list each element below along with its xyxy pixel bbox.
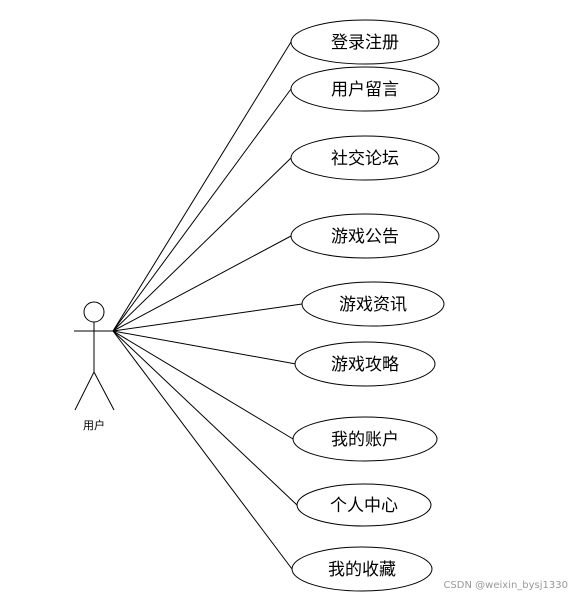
use-case-label: 我的账户: [331, 430, 399, 450]
use-case-my-favorites: 我的收藏: [291, 546, 433, 592]
use-case-label: 用户留言: [331, 80, 399, 100]
use-case-personal-center: 个人中心: [296, 483, 432, 527]
use-case-social-forum: 社交论坛: [290, 135, 440, 181]
association-line: [112, 330, 293, 570]
actor-head: [83, 301, 105, 323]
association-line: [112, 330, 294, 440]
use-case-label: 社交论坛: [331, 149, 399, 169]
association-line: [112, 330, 297, 365]
use-case-label: 登录注册: [331, 33, 399, 53]
use-case-label: 游戏资讯: [339, 295, 407, 315]
use-case-ellipse: [290, 135, 440, 181]
use-case-ellipse: [290, 213, 440, 259]
use-case-game-guide: 游戏攻略: [294, 341, 436, 387]
use-case-ellipse: [290, 66, 440, 112]
use-case-label: 游戏攻略: [331, 355, 399, 375]
association-line: [112, 88, 292, 332]
actor-right-leg: [93, 371, 115, 411]
association-line: [112, 303, 303, 332]
use-case-ellipse: [290, 19, 440, 65]
use-case-ellipse: [296, 483, 432, 527]
use-case-game-announcement: 游戏公告: [290, 213, 440, 259]
association-line: [112, 41, 292, 332]
actor-left-leg: [74, 371, 95, 411]
use-case-my-account: 我的账户: [292, 416, 438, 462]
use-case-ellipse: [291, 546, 433, 592]
actor-user: 用户: [74, 301, 115, 432]
use-case-ellipse: [292, 416, 438, 462]
use-case-ellipse: [301, 281, 445, 327]
use-case-login-register: 登录注册: [290, 19, 440, 65]
actor-label: 用户: [83, 418, 105, 432]
use-case-ellipse: [294, 341, 436, 387]
use-case-label: 我的收藏: [328, 560, 396, 580]
watermark: CSDN @weixin_bysj1330: [443, 580, 568, 591]
use-case-label: 游戏公告: [331, 227, 399, 247]
association-line: [112, 235, 292, 332]
association-lines: [112, 41, 303, 570]
use-case-user-message: 用户留言: [290, 66, 440, 112]
use-case-label: 个人中心: [330, 496, 398, 516]
use-case-game-news: 游戏资讯: [301, 281, 445, 327]
association-line: [112, 157, 292, 332]
association-line: [112, 330, 298, 506]
